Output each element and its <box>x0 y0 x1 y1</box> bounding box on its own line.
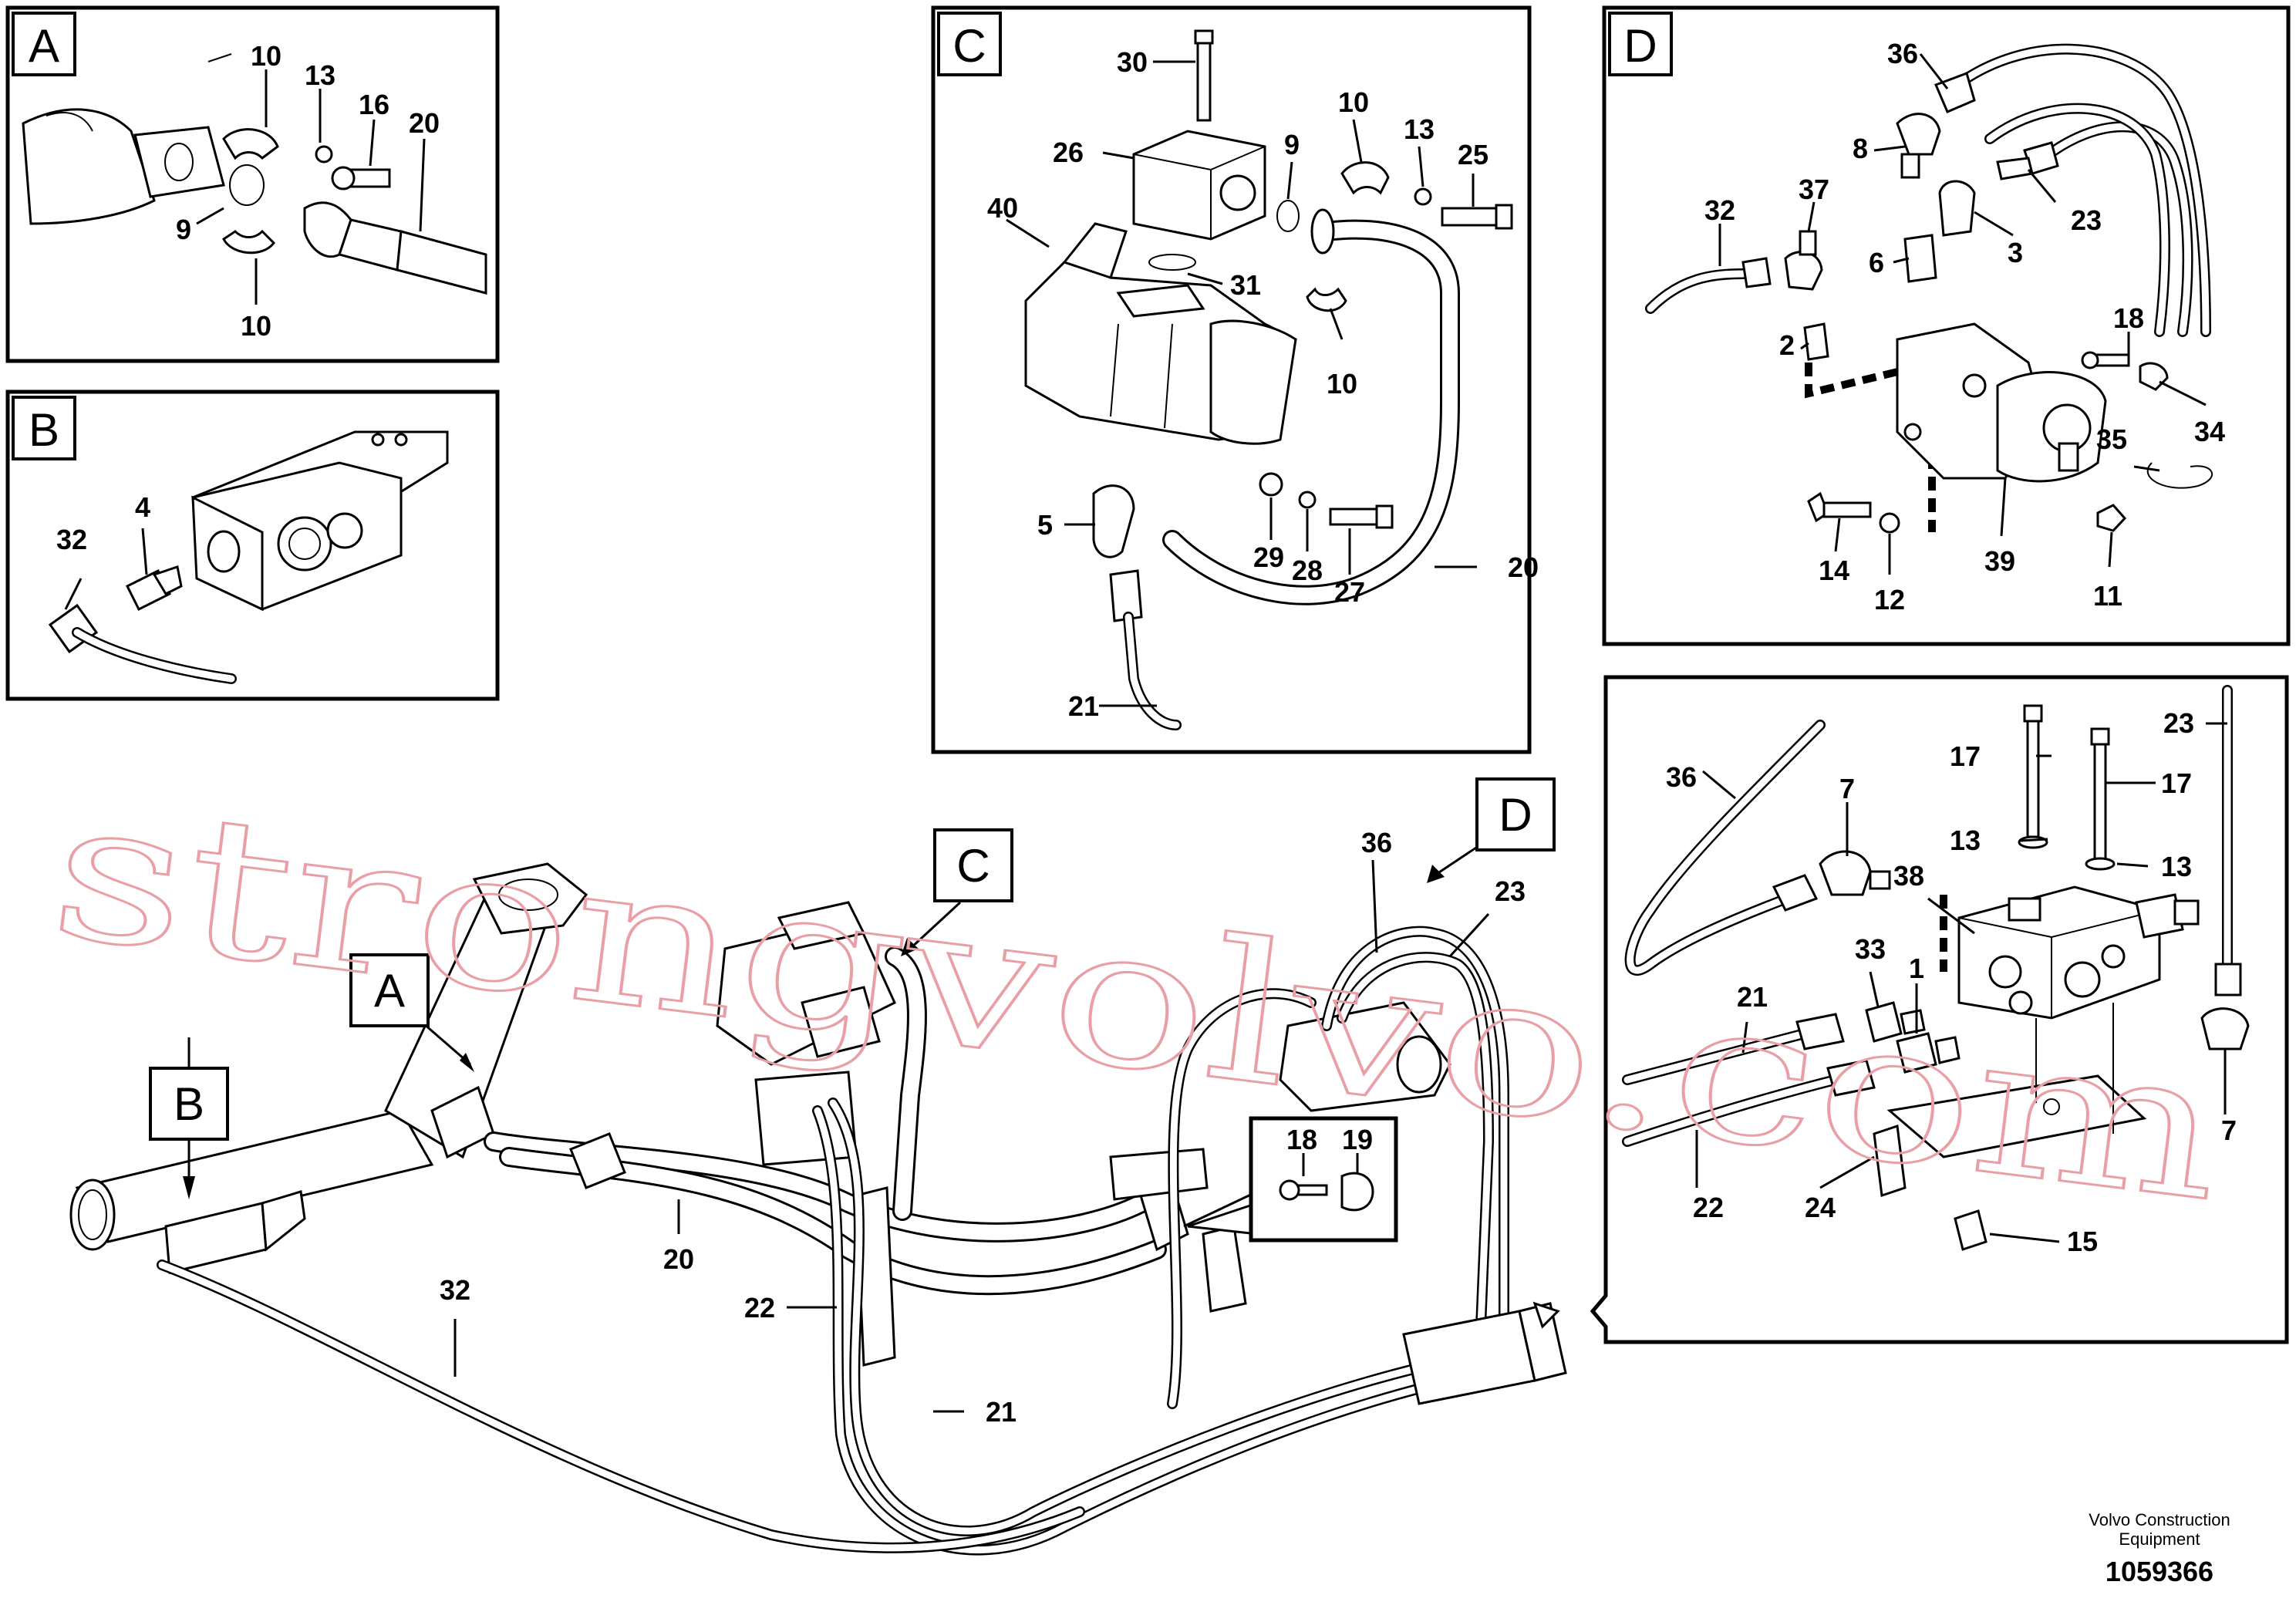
panel-d-label-35: 35 <box>2096 423 2127 455</box>
panel-valve-label-7-top: 7 <box>1839 773 1855 804</box>
title-block: Volvo Construction Equipment 1059366 <box>2089 1510 2230 1587</box>
main-label-18: 18 <box>1286 1124 1317 1155</box>
panel-c-label-13: 13 <box>1404 113 1435 145</box>
main-label-23: 23 <box>1495 875 1526 907</box>
panel-d-tag: D <box>1623 20 1657 72</box>
panel-c-label-20: 20 <box>1508 551 1539 583</box>
panel-valve-label-23: 23 <box>2163 707 2194 739</box>
main-tags: B A C D <box>149 777 1556 1141</box>
panel-valve-label-17-right: 17 <box>2161 767 2192 799</box>
panel-d-label-39: 39 <box>1984 545 2015 577</box>
panel-a-label-9: 9 <box>176 214 191 245</box>
panel-valve-label-24: 24 <box>1805 1192 1836 1223</box>
panel-d-label-36: 36 <box>1887 38 1918 69</box>
panel-a-label-16: 16 <box>359 89 389 120</box>
main-tag-c: C <box>956 840 990 892</box>
panel-b-label-32: 32 <box>56 524 87 555</box>
panel-valve-label-7-bottom: 7 <box>2221 1114 2237 1146</box>
panel-valve-label-17-left: 17 <box>1950 740 1981 772</box>
panel-c-label-29: 29 <box>1253 541 1284 573</box>
panel-c-label-25: 25 <box>1458 139 1489 170</box>
drawing-number: 1059366 <box>2106 1556 2213 1587</box>
panel-c-label-10-top: 10 <box>1338 86 1369 118</box>
panel-d-label-37: 37 <box>1799 174 1829 205</box>
panel-b-tag: B <box>29 404 59 456</box>
panel-a-label-10-bottom: 10 <box>241 310 271 342</box>
panel-c-label-10-bottom: 10 <box>1327 368 1357 400</box>
panel-d-label-14: 14 <box>1819 555 1849 586</box>
panel-b: B 32 4 <box>5 389 500 701</box>
panel-c-label-28: 28 <box>1292 555 1323 586</box>
main-leaders <box>453 859 1490 1413</box>
main-tag-d: D <box>1499 789 1532 841</box>
company-name-line2: Equipment <box>2119 1529 2200 1549</box>
panel-c-label-27: 27 <box>1334 576 1365 608</box>
company-name-line1: Volvo Construction <box>2089 1510 2230 1529</box>
panel-a-label-20: 20 <box>409 107 440 139</box>
main-label-21: 21 <box>986 1396 1017 1428</box>
panel-c-label-40: 40 <box>987 192 1018 224</box>
panel-valve-label-15: 15 <box>2067 1226 2098 1257</box>
panel-d-label-23: 23 <box>2071 204 2102 236</box>
main-tag-b: B <box>174 1078 204 1130</box>
inset-clamp: 18 19 <box>1249 1116 1398 1243</box>
main-assembly <box>69 862 1567 1556</box>
panel-valve-label-38: 38 <box>1893 860 1924 892</box>
panel-d-label-18: 18 <box>2113 302 2144 334</box>
main-label-36: 36 <box>1361 827 1392 858</box>
panel-d-label-12: 12 <box>1874 584 1905 615</box>
panel-valve-label-36: 36 <box>1666 761 1697 793</box>
panel-a-tag: A <box>29 20 59 72</box>
panel-c-label-9: 9 <box>1284 129 1300 160</box>
panel-c-label-30: 30 <box>1117 46 1148 78</box>
panel-b-label-4: 4 <box>135 491 150 523</box>
panel-c-label-21: 21 <box>1068 690 1099 722</box>
panel-d-label-2: 2 <box>1779 329 1795 361</box>
panel-d-label-34: 34 <box>2194 416 2225 447</box>
panel-c: C <box>931 5 1539 754</box>
panel-d-label-11: 11 <box>2093 580 2122 612</box>
panel-valve-label-21: 21 <box>1737 981 1768 1013</box>
panel-a-label-13: 13 <box>305 59 335 91</box>
main-label-32: 32 <box>440 1274 470 1306</box>
panel-d-label-32: 32 <box>1704 194 1735 226</box>
main-labels: 36 23 20 32 22 21 <box>440 827 1526 1428</box>
panel-c-label-31: 31 <box>1230 269 1261 301</box>
main-label-22: 22 <box>744 1292 775 1324</box>
main-label-19: 19 <box>1342 1124 1373 1155</box>
panel-valve-label-33: 33 <box>1855 933 1886 965</box>
main-label-20: 20 <box>663 1243 694 1275</box>
panel-c-tag: C <box>952 20 986 72</box>
panel-valve-label-13-left: 13 <box>1950 824 1981 856</box>
panel-c-label-26: 26 <box>1053 137 1084 168</box>
main-tag-a: A <box>374 965 405 1017</box>
panel-valve-detail: 23 17 17 36 7 13 13 38 33 1 21 7 22 24 1… <box>1590 675 2289 1344</box>
panel-d-label-6: 6 <box>1869 247 1884 278</box>
panel-valve-label-13-right: 13 <box>2161 851 2192 882</box>
panel-d-label-8: 8 <box>1853 133 1868 164</box>
panel-c-label-5: 5 <box>1037 509 1053 541</box>
panel-valve-label-22: 22 <box>1693 1192 1724 1223</box>
panel-a-label-10-top: 10 <box>251 40 282 72</box>
panel-d: D <box>1602 5 2291 646</box>
panel-valve-label-1: 1 <box>1909 953 1924 984</box>
panel-d-label-3: 3 <box>2008 237 2023 268</box>
panel-a: A 10 13 16 20 9 10 <box>5 5 500 363</box>
